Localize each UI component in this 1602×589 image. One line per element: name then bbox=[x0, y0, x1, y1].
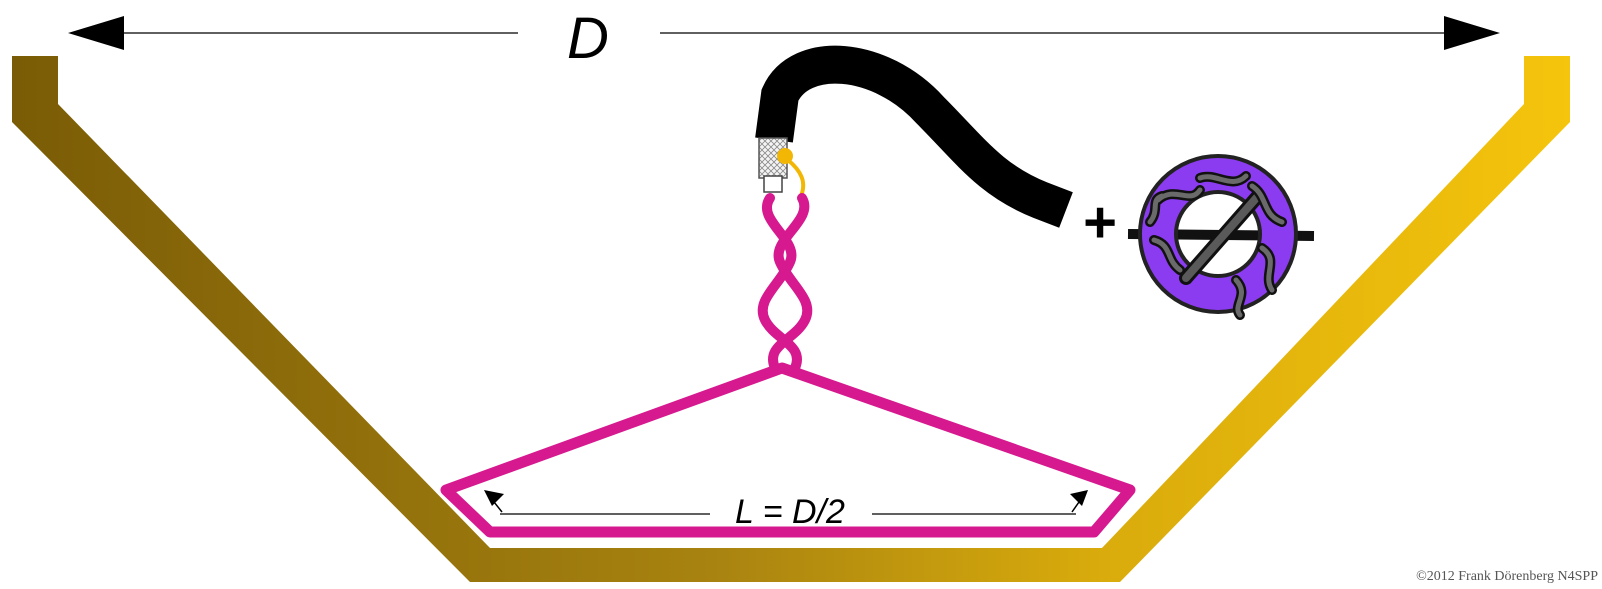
arrow-stem-diag-right bbox=[1071, 491, 1087, 513]
loop-length-label: L = D/2 bbox=[735, 493, 845, 531]
diameter-label: D bbox=[567, 6, 609, 71]
arrowhead-diag-right-icon bbox=[1070, 490, 1088, 506]
center-wire bbox=[786, 158, 806, 199]
coax-ferrule bbox=[763, 175, 783, 193]
arrow-stem-diag-left bbox=[485, 491, 503, 513]
ferrite-balun-icon bbox=[1127, 154, 1315, 320]
copyright-notice: ©2012 Frank Dörenberg N4SPP bbox=[1416, 569, 1598, 584]
diameter-dimension: D bbox=[68, 6, 1500, 71]
arrowhead-left-icon bbox=[68, 16, 124, 50]
twisted-feedline bbox=[757, 193, 813, 373]
arrowhead-diag-left-icon bbox=[484, 490, 504, 506]
loop-element bbox=[440, 362, 1136, 538]
loop-length-dimension: L = D/2 bbox=[484, 490, 1088, 531]
plus-sign: + bbox=[1083, 190, 1117, 255]
arrowhead-right-icon bbox=[1444, 16, 1500, 50]
coax-cable-icon bbox=[755, 45, 1073, 228]
